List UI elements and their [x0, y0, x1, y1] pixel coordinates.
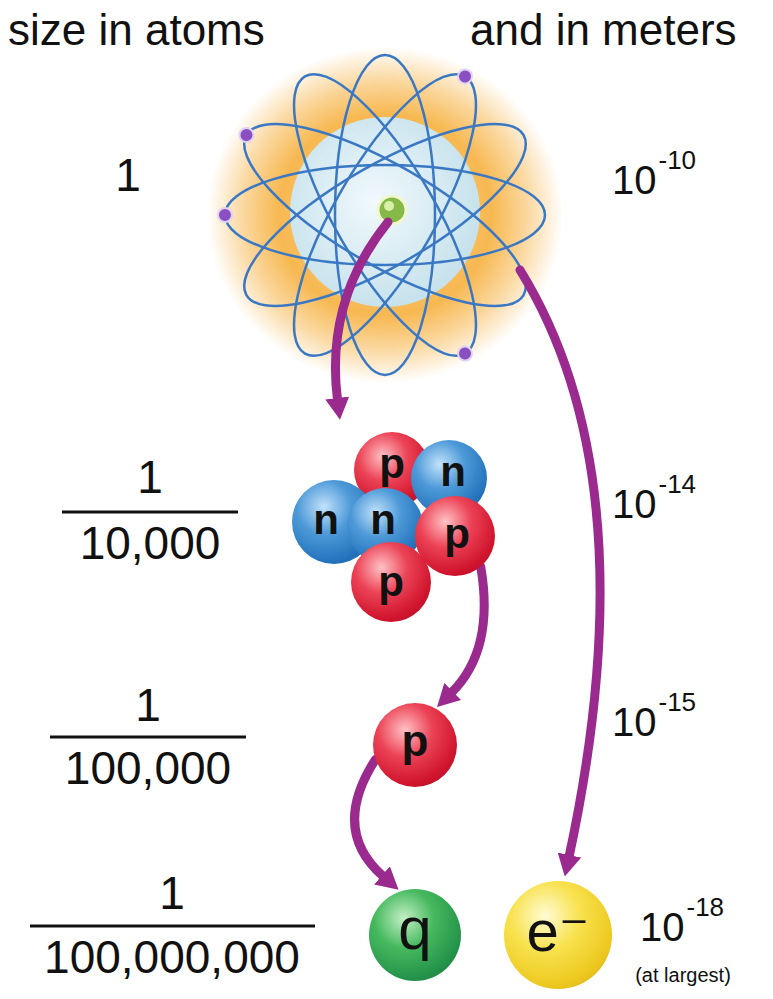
ratio-number: 1: [159, 868, 185, 919]
fraction-bar: [50, 736, 246, 739]
fraction-bar: [62, 511, 238, 514]
ratio-number: 1: [135, 680, 161, 731]
particle-letter: p: [379, 443, 405, 485]
electron-dot: [218, 208, 232, 222]
column-heading: size in atoms: [8, 6, 265, 54]
ratio-number: 10,000: [80, 518, 221, 569]
power-exponent: -10: [659, 146, 697, 175]
column-heading: and in meters: [470, 6, 737, 54]
electron-dot: [455, 344, 474, 363]
electron-dot: [455, 67, 474, 86]
power-base: 10: [612, 482, 657, 526]
orbit-ring: [335, 55, 435, 375]
power-exponent: -14: [659, 470, 697, 499]
atom-glow: [207, 47, 563, 383]
proton-ball: p: [373, 703, 457, 787]
orbit: [335, 55, 435, 375]
ratio-number: 1: [115, 150, 141, 201]
particle-letter: p: [444, 513, 470, 555]
particle-letter: n: [370, 499, 396, 541]
zoom-arrow: [335, 222, 388, 400]
orbit-set: [215, 45, 548, 384]
quark-ball: q: [369, 889, 461, 981]
orbit-ring: [221, 92, 548, 339]
zoom-arrow: [520, 270, 600, 857]
particle-letter: n: [313, 499, 339, 541]
particle-letter: q: [398, 899, 431, 959]
ratio-number: 100,000: [65, 743, 231, 794]
orbit: [221, 92, 548, 339]
power-base: 10: [612, 158, 657, 202]
power-exponent: -18: [687, 893, 725, 922]
ratio-number: 100,000,000: [44, 932, 300, 983]
orbit: [218, 165, 545, 265]
orbit-ring: [225, 165, 545, 265]
fraction-bar: [30, 925, 315, 928]
electron-ball: e⁻: [504, 881, 612, 989]
particle-letter: p: [402, 719, 429, 763]
footnote: (at largest): [635, 964, 731, 986]
ratio-number: 1: [137, 452, 163, 503]
nucleus-shine: [384, 201, 394, 211]
zoom-arrow: [355, 759, 384, 876]
power-exponent: -15: [659, 688, 697, 717]
power-base: 10: [612, 700, 657, 744]
particle-letter: p: [378, 561, 404, 603]
particle-letter: e⁻: [527, 902, 590, 960]
power-base: 10: [640, 905, 685, 949]
particle-letter: n: [440, 451, 466, 493]
proton-ball: p: [351, 542, 431, 622]
electron-dot: [237, 125, 256, 144]
atom-nucleus: [378, 196, 406, 224]
zoom-arrow: [451, 567, 484, 693]
atom-core: [290, 117, 480, 307]
